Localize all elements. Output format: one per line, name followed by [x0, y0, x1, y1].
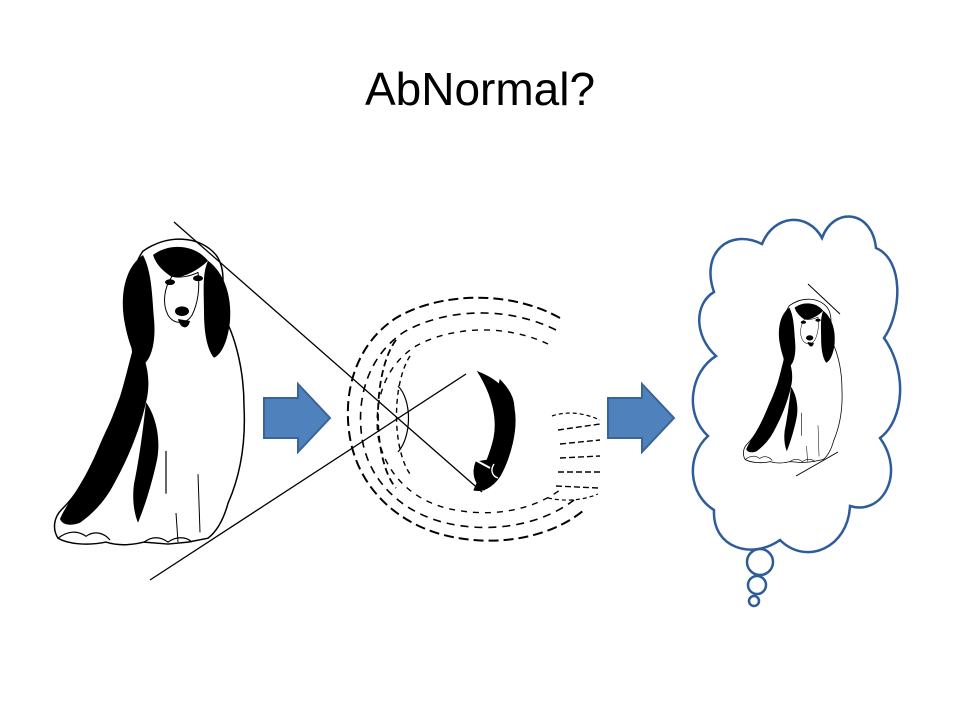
- dog-illustration-icon: [53, 238, 246, 546]
- projection-lines: [149, 221, 483, 581]
- slide-title: AbNormal?: [364, 63, 596, 115]
- eye-cross-section-icon: [346, 296, 601, 542]
- right-arrow-icon: [263, 381, 332, 455]
- right-arrow-icon: [607, 381, 676, 455]
- projection-lines: [795, 283, 841, 477]
